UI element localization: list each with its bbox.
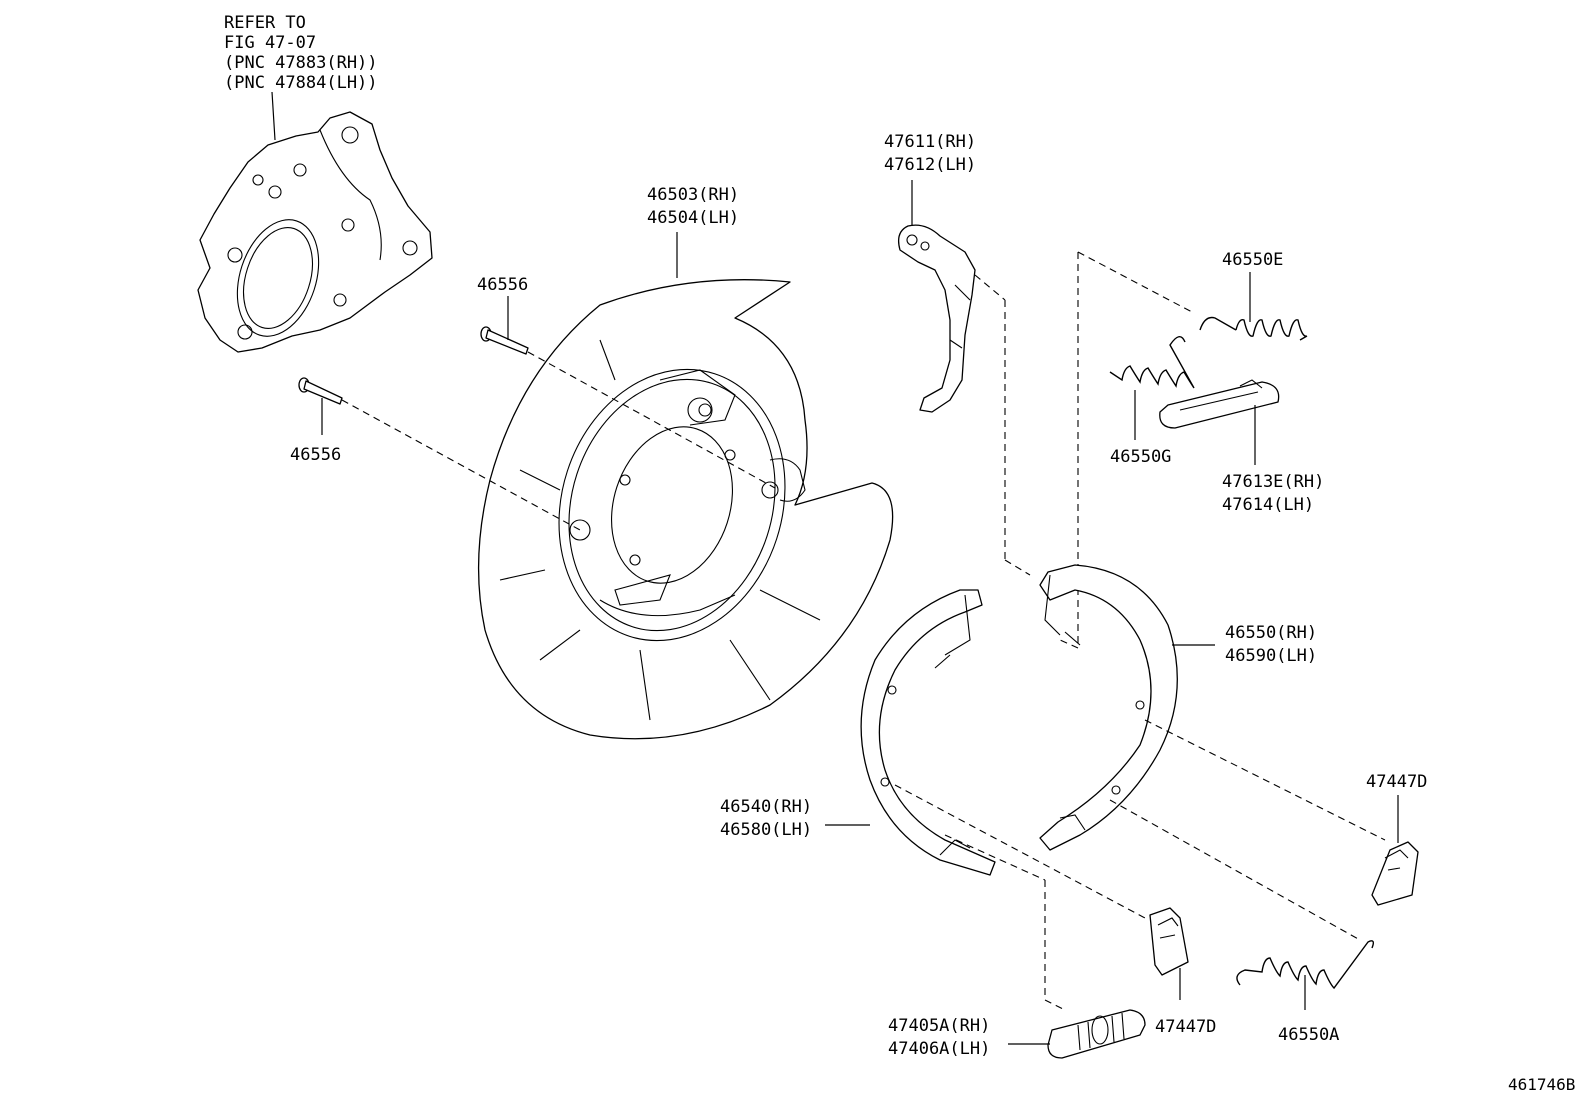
callout-adjuster-rh: 47405A(RH) xyxy=(888,1016,990,1036)
callout-rear-shoe-rh: 46550(RH) xyxy=(1225,623,1317,643)
callout-backing-plate-rh: 46503(RH) xyxy=(647,185,739,205)
note-line-2: FIG 47-07 xyxy=(224,33,316,53)
note-line-3: (PNC 47883(RH)) xyxy=(224,53,378,73)
callout-lever-rh: 47611(RH) xyxy=(884,132,976,152)
callout-spring-e: 46550E xyxy=(1222,250,1283,270)
backing-plate-part xyxy=(477,279,894,740)
callout-rear-shoe-lh: 46590(LH) xyxy=(1225,646,1317,666)
callout-clip-center: 47447D xyxy=(1155,1017,1216,1037)
callout-strut-lh: 47614(LH) xyxy=(1222,495,1314,515)
spring-e-part xyxy=(1199,316,1308,341)
callout-lever-lh: 47612(LH) xyxy=(884,155,976,175)
callout-strut-rh: 47613E(RH) xyxy=(1222,472,1324,492)
callout-front-shoe-rh: 46540(RH) xyxy=(720,797,812,817)
spring-a-part xyxy=(1236,940,1375,990)
callout-bolt-lower: 46556 xyxy=(290,445,341,465)
rear-brake-shoe-part xyxy=(1039,564,1178,851)
callout-backing-plate-lh: 46504(LH) xyxy=(647,208,739,228)
strut-part xyxy=(1159,379,1280,429)
adjuster-part xyxy=(1047,1009,1146,1059)
figure-id: 461746B xyxy=(1508,1075,1575,1094)
callout-bolt-upper: 46556 xyxy=(477,275,528,295)
clip-right-part xyxy=(1371,841,1419,906)
callout-spring-g: 46550G xyxy=(1110,447,1171,467)
knuckle-reference-part xyxy=(197,111,433,353)
clip-center-part xyxy=(1149,907,1189,976)
bolt-lower-part xyxy=(298,377,343,405)
callout-spring-a: 46550A xyxy=(1278,1025,1339,1045)
callout-front-shoe-lh: 46580(LH) xyxy=(720,820,812,840)
note-line-1: REFER TO xyxy=(224,13,306,33)
reference-note: REFER TO FIG 47-07 (PNC 47883(RH)) (PNC … xyxy=(224,13,378,141)
bolt-upper-part xyxy=(480,326,529,355)
callout-adjuster-lh: 47406A(LH) xyxy=(888,1039,990,1059)
parking-lever-part xyxy=(897,224,976,413)
callout-clip-right: 47447D xyxy=(1366,772,1427,792)
note-line-4: (PNC 47884(LH)) xyxy=(224,73,378,93)
spring-g-part xyxy=(1109,336,1195,389)
front-brake-shoe-part xyxy=(860,589,996,876)
